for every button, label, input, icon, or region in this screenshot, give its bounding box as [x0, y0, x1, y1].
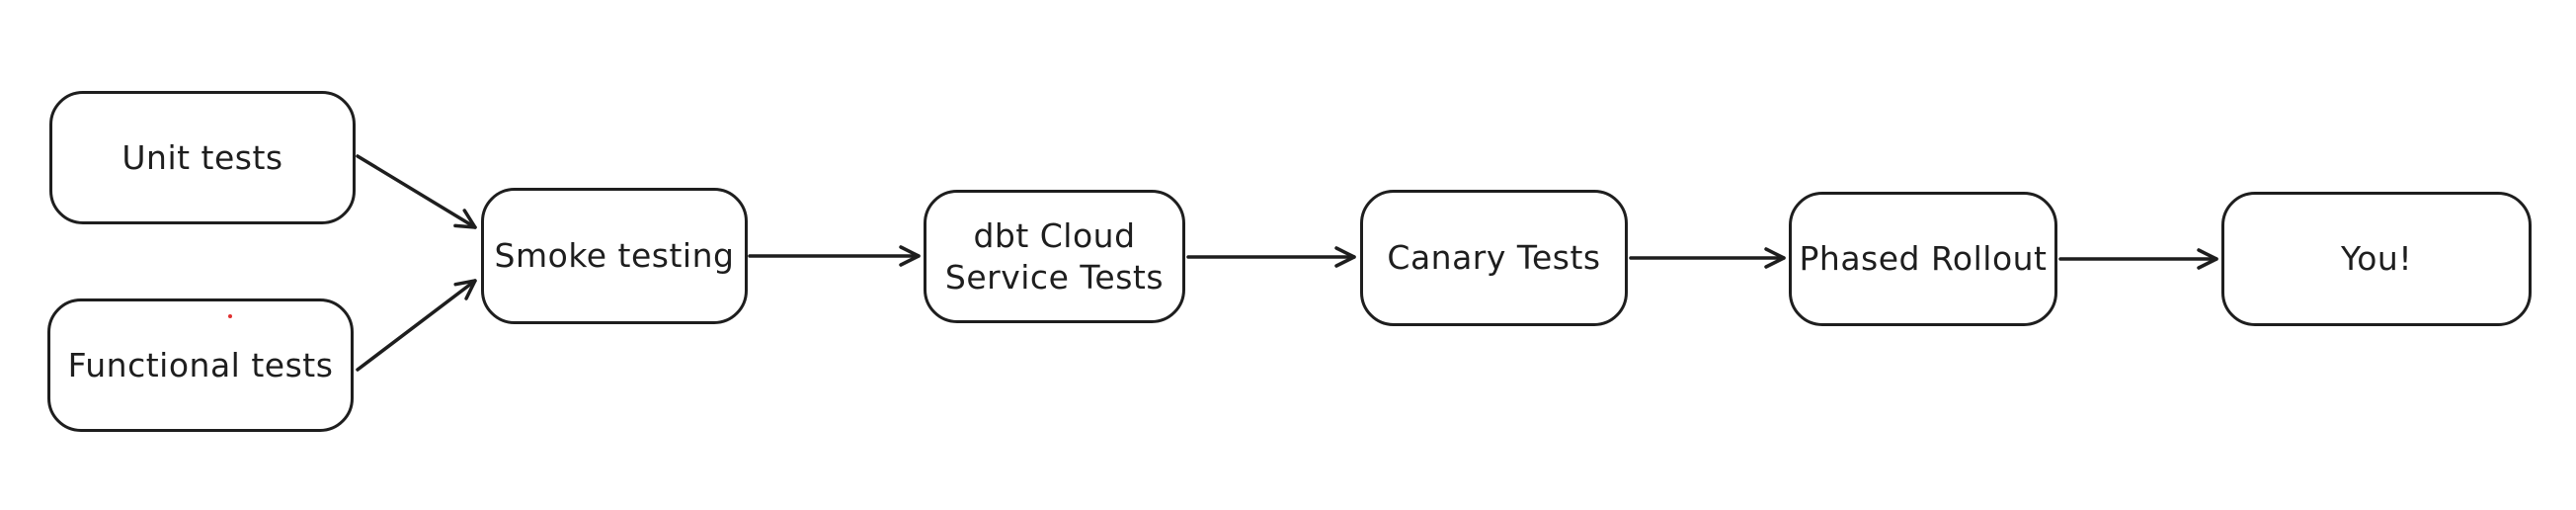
node-smoke-testing-label: Smoke testing [494, 236, 735, 276]
node-functional-tests-label: Functional tests [67, 345, 334, 384]
node-functional-tests[interactable]: Functional tests [47, 298, 354, 432]
node-unit-tests[interactable]: Unit tests [49, 91, 356, 224]
node-phased-rollout[interactable]: Phased Rollout [1789, 192, 2057, 326]
node-dbt-cloud-service-tests[interactable]: dbt Cloud Service Tests [924, 190, 1185, 323]
node-phased-rollout-label: Phased Rollout [1799, 239, 2048, 279]
node-you[interactable]: You! [2221, 192, 2532, 326]
stray-red-dot [228, 314, 232, 318]
node-unit-tests-label: Unit tests [121, 137, 283, 177]
node-canary-tests-label: Canary Tests [1387, 238, 1601, 278]
node-dbt-cloud-service-tests-label: dbt Cloud Service Tests [944, 216, 1165, 297]
arrow-unit-tests-to-smoke-testing[interactable] [356, 154, 477, 229]
node-canary-tests[interactable]: Canary Tests [1360, 190, 1628, 326]
node-smoke-testing[interactable]: Smoke testing [481, 188, 748, 324]
node-you-label: You! [2340, 239, 2413, 279]
arrow-functional-tests-to-smoke-testing[interactable] [356, 279, 477, 372]
